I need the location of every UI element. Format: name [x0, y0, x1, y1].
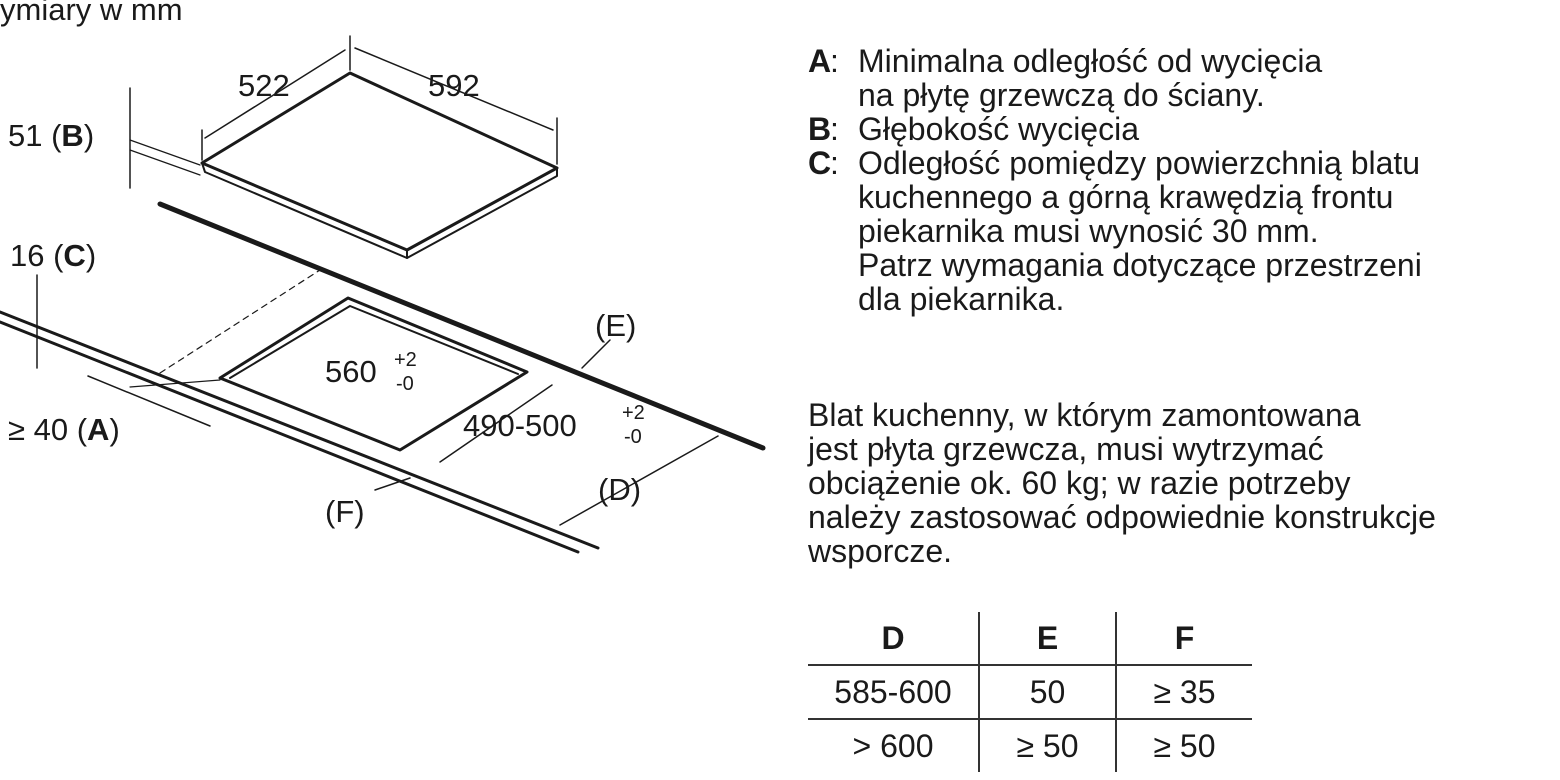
dim-c-label: 16 (C): [10, 238, 96, 273]
cutout-depth-label: 490-500: [463, 408, 577, 443]
dim-592-line: [354, 47, 554, 131]
note-line: należy zastosować odpowiednie konstrukcj…: [808, 499, 1436, 535]
legend-line: kuchennego a górną krawędzią frontu: [858, 179, 1394, 215]
hob-side-right: [406, 167, 558, 259]
dim-d-label: (D): [598, 472, 641, 507]
worktop-front-edge-lower: [0, 320, 580, 554]
cutout-width-tol-plus: +2: [394, 349, 417, 371]
table-header-d: D: [881, 619, 905, 656]
dashed-guide: [159, 269, 321, 374]
dim-d-line: [559, 435, 719, 526]
load-note: Blat kuchenny, w którym zamontowana jest…: [808, 398, 1560, 568]
worktop-cutout: [218, 296, 529, 452]
legend-line: piekarnika musi wynosić 30 mm.: [858, 213, 1319, 249]
cutout-depth-tol-minus: -0: [624, 426, 642, 448]
dim-f-label: (F): [325, 494, 365, 529]
dim-592-label: 592: [428, 68, 480, 103]
cutout-width-tol-minus: -0: [396, 373, 414, 395]
legend-item-c: C: Odległość pomiędzy powierzchnią blatu…: [808, 146, 1558, 316]
dim-e-label: (E): [595, 308, 636, 343]
legend-line: dla piekarnika.: [858, 281, 1065, 317]
table-header-f: F: [1115, 612, 1252, 665]
legend-key: B: [808, 111, 832, 147]
legend-line: Patrz wymagania dotyczące przestrzeni: [858, 247, 1422, 283]
legend-line: Minimalna odległość od wycięcia: [858, 43, 1323, 79]
legend: A: Minimalna odległość od wycięcia na pł…: [808, 44, 1558, 316]
table-header-e: E: [978, 612, 1116, 665]
dim-b-label: 51 (B): [8, 118, 94, 153]
dim-a-label: ≥ 40 (A): [8, 412, 120, 447]
cutout-width-label: 560: [325, 354, 377, 389]
dim-522-line: [204, 49, 346, 139]
legend-key: A: [808, 43, 832, 79]
table-header-row: D E F: [808, 612, 1252, 665]
table-cell: ≥ 50: [1115, 718, 1252, 772]
table-cell: > 600: [808, 718, 979, 772]
dim-a-line: [87, 375, 211, 427]
legend-line: Głębokość wycięcia: [858, 111, 1139, 147]
legend-key: C: [808, 145, 832, 181]
dim-f-leader: [374, 477, 411, 491]
dim-cutout-depth-line: [439, 384, 553, 463]
legend-line: na płytę grzewczą do ściany.: [858, 77, 1265, 113]
table-row: 585-600 50 ≥ 35: [808, 664, 1252, 719]
clearance-table: D E F 585-600 50 ≥ 35 > 600 ≥ 50 ≥ 50: [808, 612, 1252, 772]
legend-item-a: A: Minimalna odległość od wycięcia na pł…: [808, 44, 1558, 112]
dim-e-leader: [581, 339, 611, 369]
units-title: ymiary w mm: [0, 0, 183, 27]
worktop-back-edge: [157, 201, 766, 451]
worktop-front-edge: [0, 310, 600, 550]
dim-522-label: 522: [238, 68, 290, 103]
note-line: wsporcze.: [808, 533, 953, 569]
table-cell: 585-600: [808, 664, 979, 719]
note-line: obciążenie ok. 60 kg; w razie potrzeby: [808, 465, 1351, 501]
hob-installation-diagram: ymiary w mm 522 592 51 (B) 16 (C) ≥ 40 (…: [0, 0, 766, 554]
table-row: > 600 ≥ 50 ≥ 50: [808, 718, 1252, 772]
table-cell: 50: [978, 664, 1116, 719]
cutout-depth-tol-plus: +2: [622, 402, 645, 424]
table-cell: ≥ 35: [1115, 664, 1252, 719]
note-line: Blat kuchenny, w którym zamontowana: [808, 397, 1361, 433]
legend-item-b: B: Głębokość wycięcia: [808, 112, 1558, 146]
legend-line: Odległość pomiędzy powierzchnią blatu: [858, 145, 1421, 181]
table-cell: ≥ 50: [978, 718, 1116, 772]
note-line: jest płyta grzewcza, musi wytrzymać: [808, 431, 1324, 467]
